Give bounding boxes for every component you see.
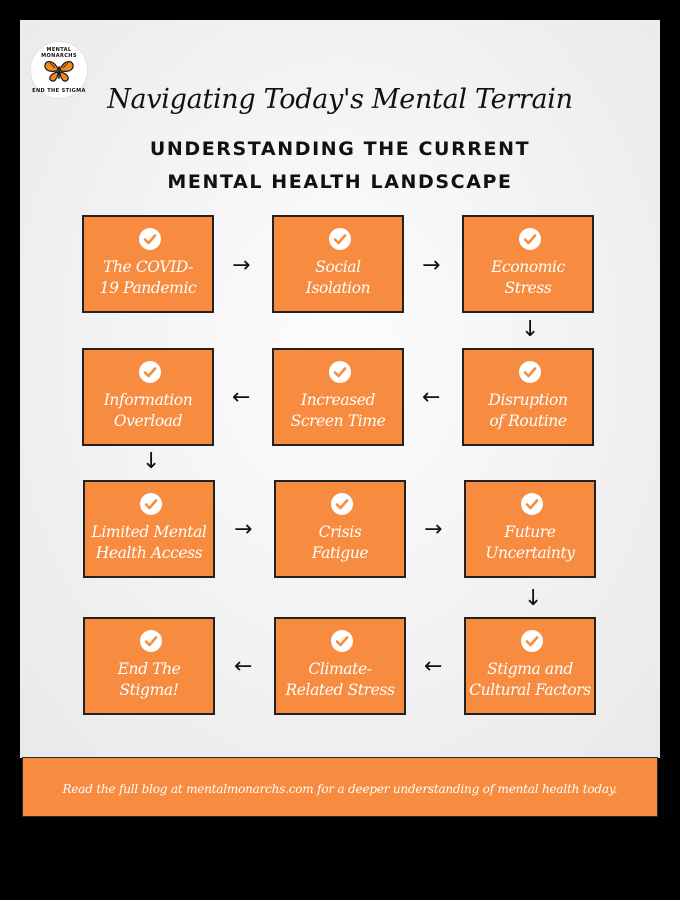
step-label: The COVID-19 Pandemic: [99, 258, 197, 297]
brand-logo: MENTAL MONARCHS END THE STIGMA: [30, 41, 88, 99]
arrow-right-icon: →: [232, 253, 251, 278]
footer-banner: Read the full blog at mentalmonarchs.com…: [22, 757, 658, 817]
arrow-left-icon: ←: [422, 385, 441, 410]
step-box-climate-related-stress: Climate-Related Stress: [274, 617, 406, 715]
step-box-covid-pandemic: The COVID-19 Pandemic: [82, 215, 214, 313]
arrow-right-icon: →: [234, 517, 253, 542]
step-label: Climate-Related Stress: [285, 660, 395, 699]
checkmark-icon: [329, 228, 351, 250]
checkmark-icon: [519, 361, 541, 383]
page-title: Navigating Today's Mental Terrain: [107, 84, 573, 115]
arrow-down-icon: ↓: [142, 449, 161, 474]
logo-text-bottom: END THE STIGMA: [32, 88, 86, 94]
arrow-right-icon: →: [422, 253, 441, 278]
arrow-left-icon: ←: [234, 654, 253, 679]
checkmark-icon: [140, 630, 162, 652]
arrow-left-icon: ←: [232, 385, 251, 410]
checkmark-icon: [521, 630, 543, 652]
checkmark-icon: [329, 361, 351, 383]
checkmark-icon: [519, 228, 541, 250]
arrow-right-icon: →: [424, 517, 443, 542]
checkmark-icon: [139, 361, 161, 383]
checkmark-icon: [139, 228, 161, 250]
footer-text: Read the full blog at mentalmonarchs.com…: [62, 782, 618, 796]
subtitle-line-1: UNDERSTANDING THE CURRENT: [149, 138, 531, 160]
logo-text-top: MENTAL MONARCHS: [41, 47, 77, 59]
arrow-down-icon: ↓: [521, 317, 540, 342]
subtitle-line-2: MENTAL HEALTH LANDSCAPE: [167, 171, 513, 193]
checkmark-icon: [140, 493, 162, 515]
checkmark-icon: [331, 493, 353, 515]
arrow-down-icon: ↓: [524, 586, 543, 611]
arrow-left-icon: ←: [424, 654, 443, 679]
checkmark-icon: [331, 630, 353, 652]
checkmark-icon: [521, 493, 543, 515]
butterfly-icon: [44, 61, 74, 82]
